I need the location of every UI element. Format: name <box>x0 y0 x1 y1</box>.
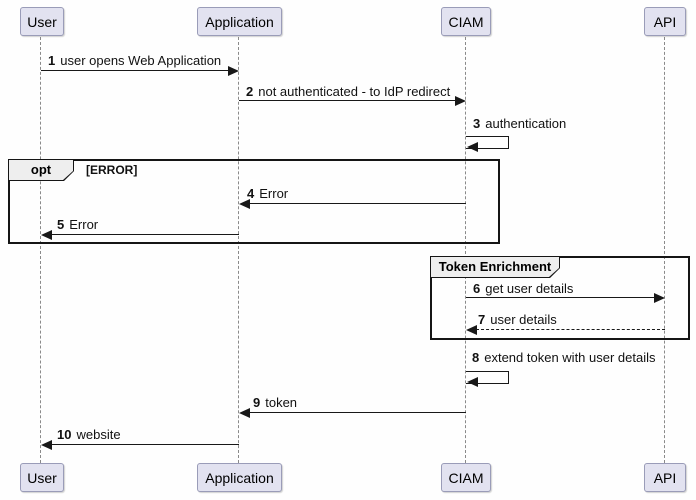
lifeline-ciam <box>465 37 466 463</box>
message-5-text: Error <box>69 217 99 232</box>
participant-ciam-top: CIAM <box>441 7 491 36</box>
message-7-arrowhead <box>466 325 477 335</box>
message-7-line <box>476 329 665 330</box>
message-8-number: 8 <box>472 350 480 365</box>
message-10-arrowhead <box>41 440 52 450</box>
message-3-label: 3 authentication <box>473 116 566 132</box>
participant-ciam-bottom: CIAM <box>441 463 491 492</box>
message-3-arrowhead <box>467 142 478 152</box>
message-7-number: 7 <box>478 312 486 327</box>
message-2-number: 2 <box>246 84 254 99</box>
token-enrichment-frame-label: Token Enrichment <box>431 257 559 277</box>
lifeline-user <box>40 37 41 463</box>
message-4-line <box>249 203 466 204</box>
message-9-number: 9 <box>253 395 261 410</box>
message-10-text: website <box>76 427 121 442</box>
message-6-line <box>466 297 654 298</box>
message-9-arrowhead <box>239 408 250 418</box>
message-3-number: 3 <box>473 116 481 131</box>
opt-frame-tab: opt <box>8 159 74 181</box>
token-enrichment-frame-tab: Token Enrichment <box>430 256 560 278</box>
message-3-text: authentication <box>485 116 567 131</box>
message-2-label: 2 not authenticated - to IdP redirect <box>246 84 450 100</box>
opt-frame-label: opt <box>9 160 73 180</box>
message-8-label: 8 extend token with user details <box>472 350 656 366</box>
participant-api-bottom: API <box>644 463 686 492</box>
lifeline-api <box>664 37 665 463</box>
message-5-line <box>51 234 239 235</box>
participant-api-top: API <box>644 7 686 36</box>
message-1-label: 1 user opens Web Application <box>48 53 221 69</box>
message-1-line <box>41 70 231 71</box>
message-9-line <box>249 412 466 413</box>
message-4-arrowhead <box>239 199 250 209</box>
message-6-arrowhead <box>654 293 665 303</box>
participant-user-top: User <box>20 7 64 36</box>
message-5-label: 5 Error <box>57 217 98 233</box>
message-3-self-loop <box>466 136 509 149</box>
message-1-arrowhead <box>228 66 239 76</box>
message-9-text: token <box>265 395 298 410</box>
message-6-text: get user details <box>485 281 574 296</box>
message-2-line <box>239 100 457 101</box>
message-5-arrowhead <box>41 230 52 240</box>
message-6-number: 6 <box>473 281 481 296</box>
message-8-self-loop <box>466 371 509 384</box>
message-6-label: 6 get user details <box>473 281 573 297</box>
message-10-line <box>51 444 239 445</box>
participant-application-bottom: Application <box>197 463 282 492</box>
message-4-label: 4 Error <box>247 186 288 202</box>
message-10-label: 10 website <box>57 427 121 443</box>
message-2-text: not authenticated - to IdP redirect <box>258 84 451 99</box>
message-4-number: 4 <box>247 186 255 201</box>
participant-user-bottom: User <box>20 463 64 492</box>
message-8-text: extend token with user details <box>484 350 656 365</box>
message-10-number: 10 <box>57 427 72 442</box>
message-5-number: 5 <box>57 217 65 232</box>
message-4-text: Error <box>259 186 289 201</box>
message-2-arrowhead <box>455 96 466 106</box>
token-enrichment-frame <box>430 256 690 340</box>
message-9-label: 9 token <box>253 395 297 411</box>
opt-frame <box>8 159 500 244</box>
participant-application-top: Application <box>197 7 282 36</box>
message-7-label: 7 user details <box>478 312 557 328</box>
lifeline-application <box>238 37 239 463</box>
message-1-text: user opens Web Application <box>60 53 222 68</box>
message-8-arrowhead <box>467 377 478 387</box>
message-7-text: user details <box>490 312 557 327</box>
opt-frame-guard: [ERROR] <box>86 163 138 177</box>
message-1-number: 1 <box>48 53 56 68</box>
